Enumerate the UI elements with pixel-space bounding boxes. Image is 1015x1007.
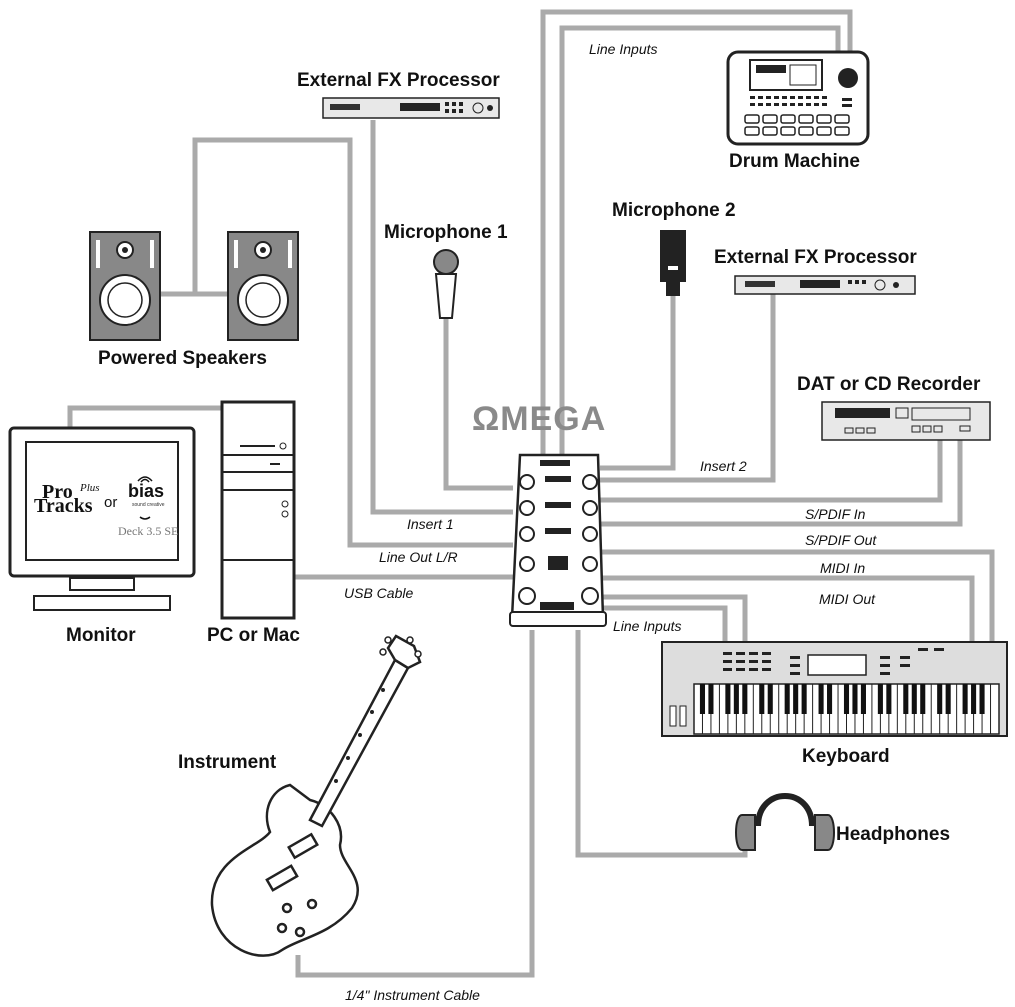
black-key (877, 684, 883, 714)
pc-tower-unit (220, 400, 296, 620)
black-key (852, 684, 858, 714)
black-key (843, 684, 850, 714)
midi-out-label: MIDI Out (819, 591, 876, 607)
microphone-1-label: Microphone 1 (384, 222, 508, 243)
cable-spdif-out (600, 440, 963, 527)
headphones-unit (735, 793, 835, 851)
black-key (827, 684, 833, 714)
monitor-label: Monitor (66, 625, 136, 646)
black-key (962, 684, 968, 714)
midi-in-label: MIDI In (820, 560, 866, 576)
cable-line-inputs-drum-1 (540, 9, 853, 470)
screen-bias-text: bias (128, 481, 165, 501)
screen-or-text: or (104, 494, 118, 511)
screen-plus-text: Plus (80, 482, 100, 494)
line-inputs-top-label: Line Inputs (589, 41, 658, 57)
cable-insert-1 (370, 120, 513, 515)
black-key (767, 684, 773, 714)
cable-monitor-pc (67, 405, 222, 428)
powered-speaker-left (89, 231, 161, 341)
usb-cable-label: USB Cable (344, 585, 414, 601)
black-key (971, 684, 977, 714)
external-fx-processor-2-label: External FX Processor (714, 247, 917, 268)
external-fx-processor-1-unit (322, 97, 500, 119)
black-key (742, 684, 748, 714)
screen-pro-text: Pro (42, 481, 73, 503)
insert-1-label: Insert 1 (407, 516, 454, 532)
black-key (920, 684, 926, 714)
black-key (979, 684, 985, 714)
line-inputs-bottom-label: Line Inputs (613, 618, 682, 634)
cable-line-inputs-keyboard-2 (600, 605, 728, 642)
cable-spdif-in (600, 440, 943, 503)
screen-tracks-text: Tracks (34, 495, 93, 517)
black-key (801, 684, 807, 714)
cable-line-inputs-drum-2 (559, 25, 841, 470)
keyboard-unit (661, 641, 1008, 737)
cable-line-inputs-keyboard-1 (600, 594, 748, 642)
black-key (725, 684, 731, 714)
keyboard-label: Keyboard (802, 746, 890, 767)
black-key (793, 684, 799, 714)
powered-speakers-label: Powered Speakers (98, 348, 267, 369)
black-key (759, 684, 765, 714)
black-key (911, 684, 917, 714)
black-key (937, 684, 943, 714)
screen-deck-text: Deck 3.5 SE (118, 524, 179, 538)
black-key (708, 684, 714, 714)
black-key (733, 684, 739, 714)
external-fx-processor-2-unit (734, 275, 916, 295)
dat-cd-recorder-label: DAT or CD Recorder (797, 374, 981, 395)
cable-midi-in (600, 549, 995, 642)
black-key (784, 684, 790, 714)
microphone-2-label: Microphone 2 (612, 200, 736, 221)
bias-waves-bottom-icon (130, 510, 160, 528)
guitar-unit (210, 634, 422, 957)
keyboard-keys (699, 684, 992, 734)
cable-microphone-1 (443, 318, 513, 491)
external-fx-processor-1-label: External FX Processor (297, 70, 500, 91)
black-key (903, 684, 909, 714)
pc-mac-label: PC or Mac (207, 625, 300, 646)
dat-cd-recorder-unit (821, 401, 991, 441)
black-key (945, 684, 951, 714)
cable-midi-out (600, 575, 975, 642)
line-out-label: Line Out L/R (379, 549, 458, 565)
black-key (886, 684, 892, 714)
omega-logo: ΩMEGA (472, 400, 607, 438)
black-key (860, 684, 866, 714)
cable-insert-2 (600, 292, 776, 483)
microphone-1-unit (433, 249, 459, 319)
spdif-in-label: S/PDIF In (805, 506, 866, 522)
black-key (818, 684, 824, 714)
powered-speaker-right (227, 231, 299, 341)
screen-bias-sub-text: sound creative (132, 502, 165, 508)
cable-microphone-2 (600, 296, 676, 471)
omega-interface-unit (509, 453, 607, 627)
spdif-out-label: S/PDIF Out (805, 532, 877, 548)
drum-machine-label: Drum Machine (729, 151, 860, 172)
instrument-cable-label: 1/4" Instrument Cable (345, 987, 480, 1003)
bias-waves-icon (130, 470, 160, 488)
microphone-2-unit (660, 230, 686, 296)
black-key (699, 684, 706, 714)
cables (67, 9, 995, 978)
monitor-unit (8, 426, 196, 611)
insert-2-label: Insert 2 (700, 458, 747, 474)
instrument-label: Instrument (178, 752, 277, 773)
drum-machine-unit (726, 50, 870, 146)
headphones-label: Headphones (836, 824, 951, 845)
cable-instrument (295, 630, 535, 978)
